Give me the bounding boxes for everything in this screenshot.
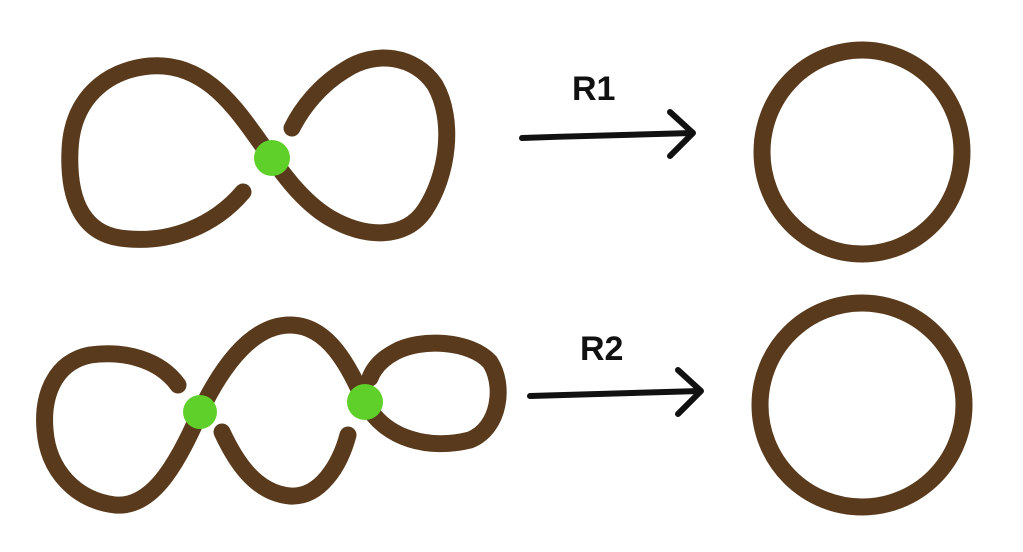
r2-label: R2 [580, 330, 623, 368]
crossing-dot [254, 140, 290, 176]
r1-label: R1 [572, 70, 615, 108]
r2-after-unknot [751, 294, 973, 516]
r2-before-figure [36, 316, 507, 514]
r1-arrow: R1 [519, 70, 696, 159]
r1-before-figure-eight [61, 49, 456, 248]
crossing-dot [347, 384, 383, 420]
r2-arrow: R2 [527, 330, 704, 417]
r1-after-unknot [753, 41, 971, 263]
r2-over-strand [36, 316, 507, 514]
crossing-dot [183, 395, 217, 429]
r2-under-strand [213, 423, 357, 505]
